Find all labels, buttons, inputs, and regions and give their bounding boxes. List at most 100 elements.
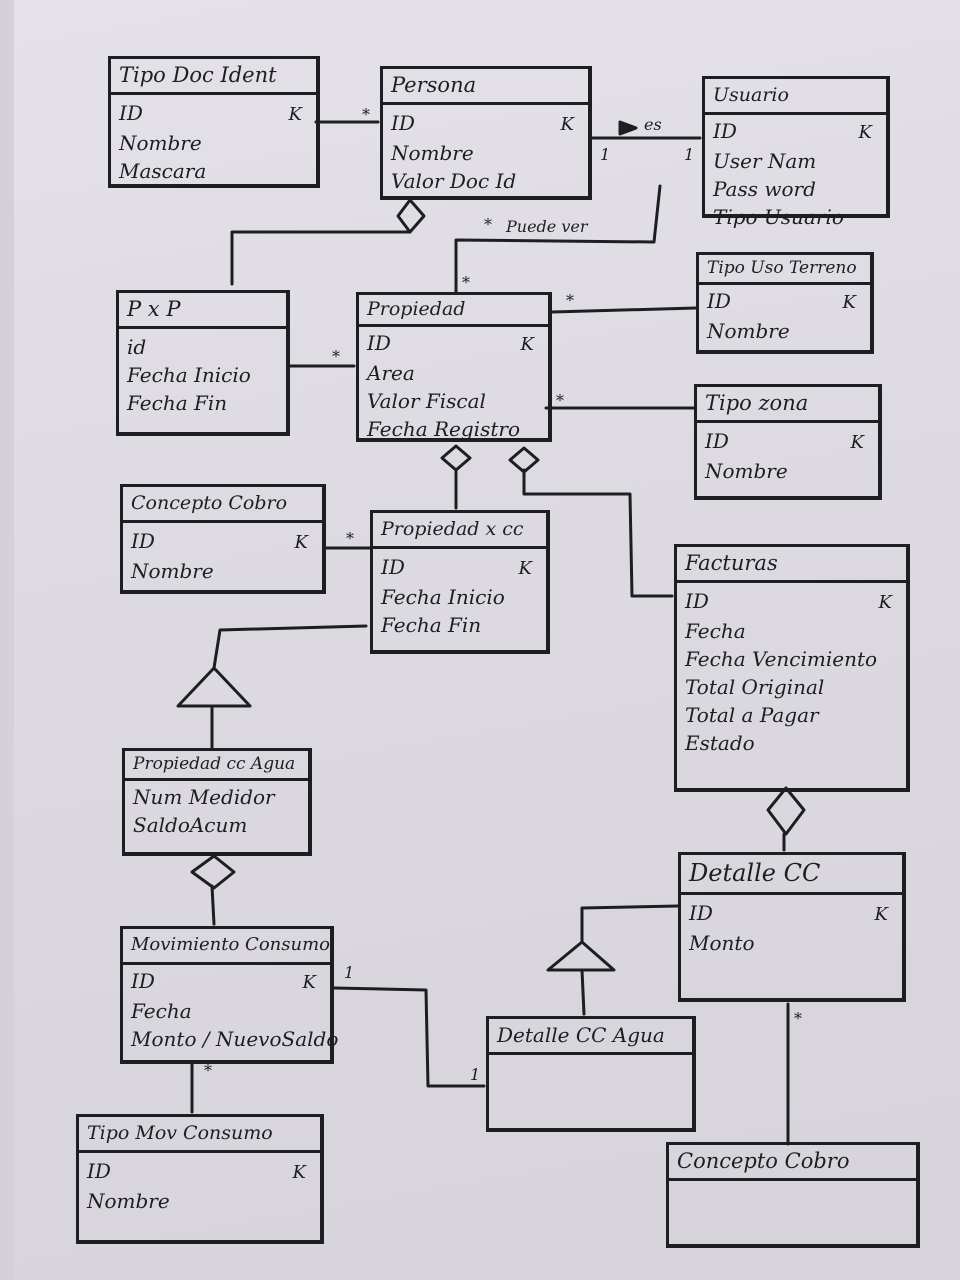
label-es: es — [644, 115, 662, 134]
entity-title: Concepto Cobro — [123, 487, 322, 523]
arrow-head-es — [618, 120, 638, 136]
attribute-name: Monto / NuevoSaldo — [131, 1027, 339, 1051]
entity-title: Tipo Mov Consumo — [79, 1117, 320, 1153]
mult-propiedad-tipouso-many: * — [566, 291, 574, 310]
attribute-row: Nombre — [391, 139, 580, 167]
link-persona-pxp — [230, 230, 412, 286]
attribute-row: Nombre — [131, 557, 314, 585]
primary-key-marker: K — [288, 104, 302, 125]
entity-tipo-zona[interactable]: Tipo zona ID K Nombre — [694, 384, 882, 500]
attribute-name: Fecha Fin — [381, 613, 482, 637]
attribute-name: ID — [367, 331, 391, 355]
attribute-row: ID K — [689, 899, 894, 929]
attribute-row: Valor Fiscal — [367, 387, 540, 415]
attribute-row: Valor Doc Id — [391, 167, 580, 195]
entity-title: Tipo zona — [697, 387, 878, 423]
attribute-name: ID — [705, 429, 729, 453]
attribute-name: User Nam — [713, 149, 817, 173]
entity-title: Propiedad — [359, 295, 548, 327]
attribute-name: ID — [131, 969, 155, 993]
attribute-name: Nombre — [705, 459, 788, 483]
entity-title: Propiedad cc Agua — [125, 751, 308, 781]
attribute-name: id — [127, 335, 147, 359]
entity-detalle-cc-agua[interactable]: Detalle CC Agua — [486, 1016, 696, 1132]
entity-title: Tipo Uso Terreno — [699, 255, 870, 285]
mult-detallecc-concepto-many: * — [794, 1009, 802, 1028]
mult-tipodoc-persona-many: * — [362, 105, 370, 124]
primary-key-marker: K — [878, 592, 892, 613]
attribute-name: ID — [707, 289, 731, 313]
attribute-name: Area — [367, 361, 415, 385]
primary-key-marker: K — [874, 904, 888, 925]
attribute-row: ID K — [119, 99, 308, 129]
attribute-name: Fecha Registro — [367, 417, 520, 441]
attribute-row: Fecha Inicio — [381, 583, 538, 611]
link-propxcc-subtype — [212, 624, 368, 670]
attribute-list: ID K Monto — [681, 895, 902, 961]
attribute-name: Monto — [689, 931, 755, 955]
link-propiedad-facturas — [522, 468, 674, 598]
entity-title: Tipo Doc Ident — [111, 59, 316, 95]
label-puede-ver: Puede ver — [506, 217, 588, 236]
entity-concepto-cobro-2[interactable]: Concepto Cobro — [666, 1142, 920, 1248]
primary-key-marker: K — [858, 122, 872, 143]
attribute-name: ID — [119, 101, 143, 125]
attribute-name: Nombre — [131, 559, 214, 583]
aggregation-diamond-propiedad-right — [508, 446, 540, 474]
mult-movimiento-tipomov-many: * — [204, 1061, 212, 1080]
link-movimiento-detalleccagua — [332, 986, 486, 1088]
attribute-name: Fecha Inicio — [127, 363, 251, 387]
mult-movimiento-detalle-one-b: 1 — [470, 1065, 481, 1084]
attribute-name: Nombre — [119, 131, 202, 155]
attribute-row: Fecha Fin — [381, 611, 538, 639]
attribute-name: Fecha Fin — [127, 391, 228, 415]
primary-key-marker: K — [850, 432, 864, 453]
attribute-name: ID — [131, 529, 155, 553]
entity-title: Usuario — [705, 79, 886, 115]
attribute-row: Area — [367, 359, 540, 387]
attribute-name: Valor Fiscal — [367, 389, 486, 413]
attribute-row: Estado — [685, 729, 898, 757]
mult-persona-usuario-one-b: 1 — [684, 145, 695, 164]
attribute-name: ID — [689, 901, 713, 925]
attribute-name: ID — [391, 111, 415, 135]
entity-title: Movimiento Consumo — [123, 929, 330, 965]
attribute-name: Valor Doc Id — [391, 169, 517, 193]
attribute-row: Fecha — [131, 997, 322, 1025]
attribute-name: Num Medidor — [133, 785, 275, 809]
attribute-row: User Nam — [713, 147, 878, 175]
attribute-name: ID — [685, 589, 709, 613]
attribute-row: Num Medidor — [133, 783, 300, 811]
aggregation-diamond-persona — [396, 198, 426, 234]
link-propiedad-tipouso — [550, 306, 698, 314]
attribute-name: Fecha — [685, 619, 746, 643]
attribute-name: Fecha — [131, 999, 192, 1023]
mult-pxp-propiedad-many: * — [332, 347, 340, 366]
attribute-row: Pass word — [713, 175, 878, 203]
